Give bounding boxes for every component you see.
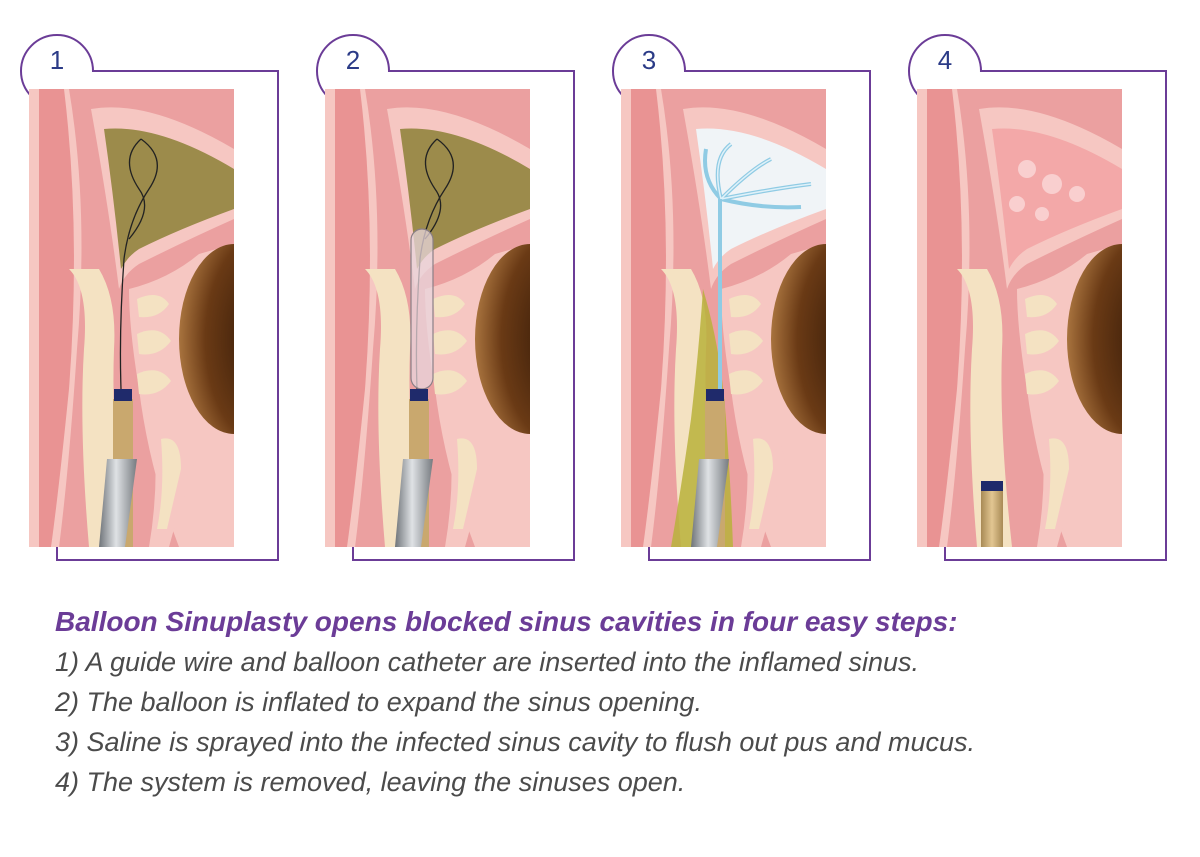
- step-panel-1: 1: [12, 23, 282, 563]
- step-panel-4: 4: [900, 23, 1170, 563]
- caption-step-1: 1) A guide wire and balloon catheter are…: [55, 647, 920, 677]
- catheter: [99, 459, 137, 547]
- step-number: 3: [641, 45, 657, 75]
- step-number: 2: [345, 45, 361, 75]
- sinus-illustration-step-2: [325, 89, 530, 547]
- catheter: [395, 459, 433, 547]
- sinus-illustration-step-1: [29, 89, 234, 547]
- maxillary-cavity: [475, 244, 530, 434]
- sinus-illustration-step-4: [917, 89, 1122, 547]
- flushed-sinus: [696, 128, 826, 269]
- caption: Balloon Sinuplasty opens blocked sinus c…: [55, 602, 1175, 802]
- step-number: 1: [49, 45, 65, 75]
- maxillary-cavity: [771, 244, 826, 434]
- caption-step-3: 3) Saline is sprayed into the infected s…: [55, 727, 976, 757]
- inflated-balloon: [410, 228, 434, 390]
- caption-step-4: 4) The system is removed, leaving the si…: [55, 767, 686, 797]
- catheter: [691, 459, 729, 547]
- caption-step-2: 2) The balloon is inflated to expand the…: [55, 687, 702, 717]
- maxillary-cavity: [1067, 244, 1122, 434]
- blocked-sinus: [400, 128, 530, 269]
- caption-heading: Balloon Sinuplasty opens blocked sinus c…: [55, 606, 958, 637]
- step-panel-3: 3: [604, 23, 874, 563]
- step-number: 4: [937, 45, 953, 75]
- sinus-illustration-step-3: [621, 89, 826, 547]
- withdrawn-catheter: [981, 489, 1003, 547]
- step-panel-2: 2: [308, 23, 578, 563]
- maxillary-cavity: [179, 244, 234, 434]
- blocked-sinus: [104, 128, 234, 269]
